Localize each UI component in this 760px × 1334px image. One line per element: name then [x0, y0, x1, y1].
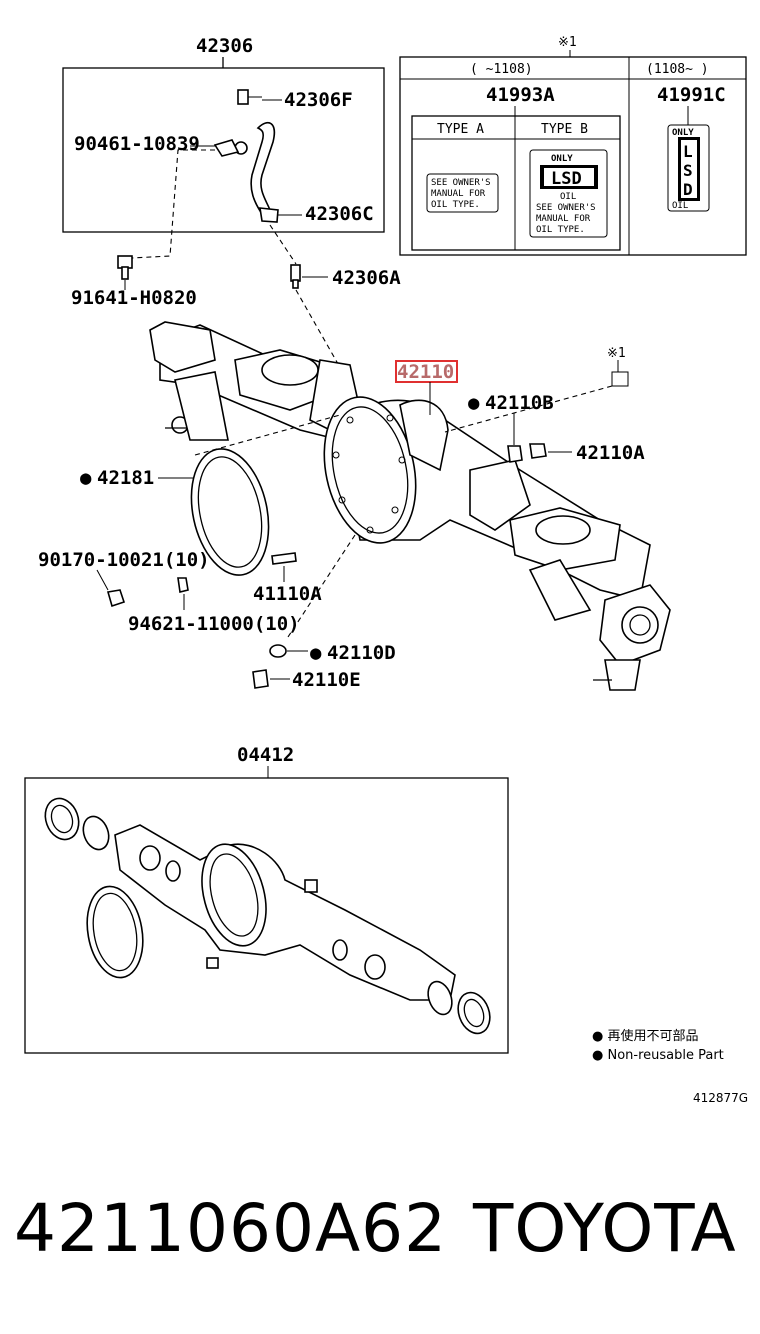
- vertical-lsd-label: [667, 124, 710, 212]
- bullet-42110D: ●: [310, 642, 322, 664]
- label-42110A: 42110A: [576, 442, 645, 464]
- stud-41110A: [271, 552, 297, 565]
- type-b-label-plate: [529, 149, 608, 238]
- vertical-only: ONLY: [672, 128, 694, 138]
- type-b-line-3: OIL TYPE.: [536, 225, 585, 235]
- type-a-line-3: OIL TYPE.: [431, 200, 480, 210]
- kit-contents-drawing: [44, 797, 491, 1035]
- gasket-42110D: [269, 644, 287, 658]
- label-42306C: 42306C: [305, 203, 374, 225]
- label-42306A: 42306A: [332, 267, 401, 289]
- type-b-lsd: LSD: [551, 169, 582, 189]
- vertical-d: D: [683, 180, 693, 199]
- label-table: [399, 56, 747, 256]
- type-a-line-2: MANUAL FOR: [431, 189, 486, 199]
- range-left: ( ~1108): [470, 62, 533, 77]
- label-94621-11000: 94621-11000(10): [128, 613, 300, 635]
- type-b-oil: OIL: [560, 192, 576, 202]
- type-a-line-1: SEE OWNER'S: [431, 178, 491, 188]
- label-41993A: 41993A: [486, 84, 555, 106]
- legend-non-reusable-jp: ● 再使用不可部品: [592, 1028, 698, 1044]
- label-91641-H0820: 91641-H0820: [71, 287, 197, 309]
- callout-label-icon: [611, 371, 629, 387]
- plug-42110A: [529, 443, 547, 459]
- hose-fitting-top: [237, 89, 249, 105]
- type-b-only: ONLY: [551, 154, 573, 164]
- legend-non-reusable-en: ● Non-reusable Part: [592, 1048, 724, 1063]
- type-b-line-1: SEE OWNER'S: [536, 203, 596, 213]
- breather-hose: [213, 89, 279, 223]
- breather-kit-box: [62, 67, 385, 233]
- label-42110B: 42110B: [485, 392, 554, 414]
- bolt-91641-H0820: [117, 255, 133, 280]
- carrier-gasket-42181: [190, 448, 270, 576]
- union-42306A: [290, 264, 301, 289]
- union-90461: [213, 139, 240, 157]
- type-table: [411, 115, 621, 251]
- axle-housing-drawing: [149, 321, 671, 691]
- type-a-header: TYPE A: [437, 122, 484, 137]
- label-42181: 42181: [97, 467, 154, 489]
- label-41110A: 41110A: [253, 583, 322, 605]
- label-42306: 42306: [196, 35, 253, 57]
- range-right: (1108~ ): [646, 62, 709, 77]
- type-a-label-plate: [426, 173, 499, 213]
- part-number: 4211060A62: [14, 1190, 448, 1267]
- type-b-header: TYPE B: [541, 122, 588, 137]
- type-b-line-2: MANUAL FOR: [536, 214, 591, 224]
- vertical-oil: OIL: [672, 201, 688, 211]
- kit-box-04412: [24, 777, 509, 1054]
- label-42110: 42110: [397, 361, 454, 383]
- carrier-stud-holes: [332, 414, 406, 534]
- nut-90170-10021: [106, 589, 126, 608]
- label-42110E: 42110E: [292, 669, 361, 691]
- drain-plug-42110E: [252, 669, 269, 689]
- gasket-42110B: [507, 445, 523, 463]
- clamp-42306C: [259, 207, 279, 223]
- note-mark-top: ※1: [558, 35, 577, 50]
- label-41991C: 41991C: [657, 84, 726, 106]
- brand-name: TOYOTA: [473, 1190, 737, 1267]
- label-90170-10021: 90170-10021(10): [38, 549, 210, 571]
- vertical-s: S: [683, 161, 693, 180]
- bullet-42181: ●: [80, 467, 92, 489]
- label-42306F: 42306F: [284, 89, 353, 111]
- label-90461-10839: 90461-10839: [74, 133, 200, 155]
- vertical-l: L: [683, 142, 693, 161]
- highlight-box-42110: [395, 360, 458, 383]
- callout-note-mark: ※1: [607, 346, 626, 361]
- label-42110D: 42110D: [327, 642, 396, 664]
- label-04412: 04412: [237, 744, 294, 766]
- washer-94621-11000: [177, 577, 189, 593]
- figure-code: 412877G: [693, 1091, 748, 1105]
- bullet-42110B: ●: [468, 392, 480, 414]
